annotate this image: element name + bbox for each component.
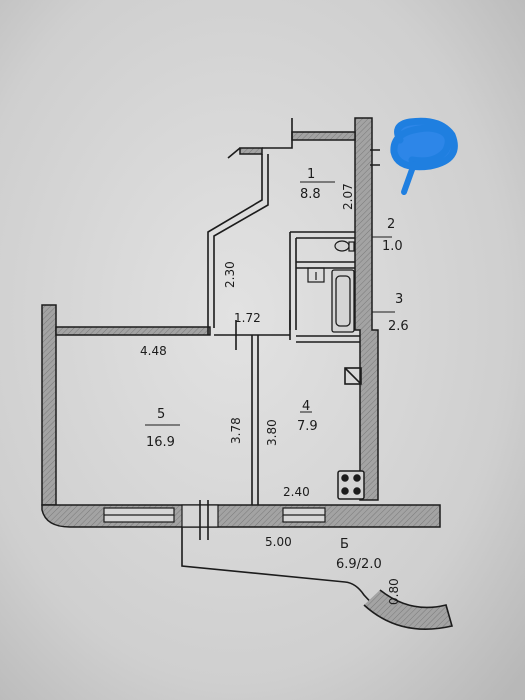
room1-stub (262, 118, 293, 149)
room2-number: 2 (387, 217, 395, 232)
dim-2-07: 2.07 (341, 183, 355, 210)
dim-1-72: 1.72 (234, 311, 261, 325)
balcony-curve-wall (363, 589, 454, 630)
room5-area: 16.9 (146, 435, 175, 450)
room1-left-top (239, 147, 263, 155)
wall-3-bottom (296, 335, 360, 343)
right-wall (354, 117, 379, 501)
bath-walls (289, 231, 355, 330)
balcony-area: 6.9/2.0 (336, 557, 382, 572)
room1-left-wall-inner (213, 154, 269, 328)
dim-0-80: 0.80 (387, 578, 401, 605)
wall-2-3 (296, 261, 355, 269)
interior-walls (199, 118, 380, 540)
blue-scribble-mark (390, 117, 458, 195)
door-ticks (235, 149, 380, 350)
bottom-wall (41, 504, 441, 528)
dim-3-80: 3.80 (265, 419, 279, 446)
dimension-lines (145, 181, 395, 426)
room5-number: 5 (157, 407, 165, 422)
dim-2-40: 2.40 (283, 485, 310, 499)
sink (307, 267, 325, 283)
room5-top-wall (55, 326, 211, 336)
room3-area: 2.6 (388, 319, 409, 334)
balcony-letter: Б (340, 537, 349, 552)
room1-top-wall (291, 131, 356, 141)
balcony (181, 527, 454, 630)
dim-2-30: 2.30 (223, 261, 237, 288)
ventilation-shaft (344, 367, 362, 385)
dim-4-48: 4.48 (140, 344, 167, 358)
room4-number: 4 (302, 399, 310, 414)
dim-5-00: 5.00 (265, 535, 292, 549)
room3-number: 3 (395, 292, 403, 307)
wall-5-4 (251, 335, 259, 505)
room1-number: 1 (307, 167, 315, 182)
room1-area: 8.8 (300, 187, 321, 202)
left-wall (41, 304, 57, 506)
balcony-door-ticks (199, 500, 209, 540)
toilet (334, 240, 355, 252)
balcony-outline (181, 527, 379, 611)
room1-stub-tick (227, 147, 241, 159)
stove (337, 470, 365, 500)
dim-3-78: 3.78 (229, 417, 243, 444)
bathtub (331, 269, 355, 333)
room4-area: 7.9 (297, 419, 318, 434)
room2-area: 1.0 (382, 239, 403, 254)
room1-left-wall (207, 154, 263, 335)
shaft-diagonal (344, 367, 362, 385)
windows (103, 504, 326, 528)
